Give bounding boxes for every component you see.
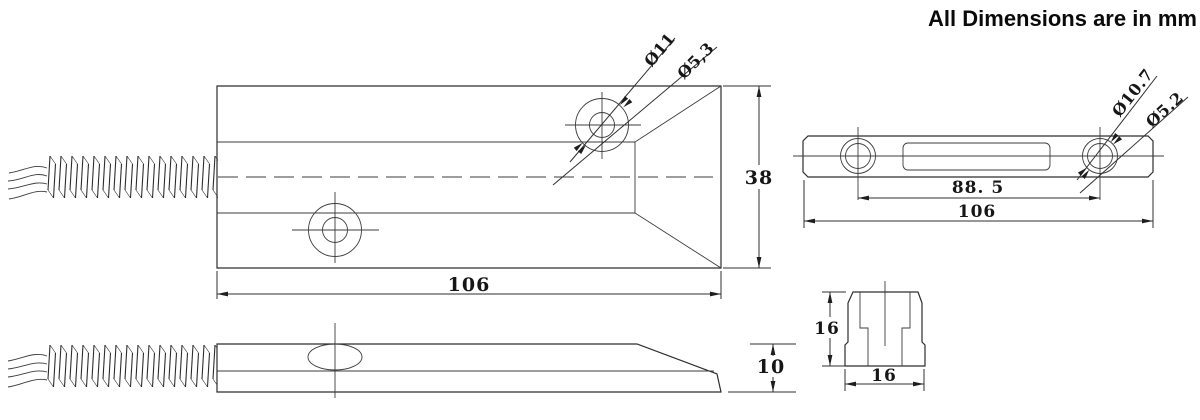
- dim-hole-spacing-88-5: 88. 5: [858, 178, 1100, 201]
- dim-label-38: 38: [745, 167, 773, 189]
- mounting-hole-switch-right: [565, 92, 641, 159]
- dim-length-106: 106: [216, 271, 722, 299]
- dim-label-magnet-hole-inner: Ø5.2: [1142, 88, 1187, 131]
- magnet-top-view: Ø10.7 Ø5.2 88. 5 106: [793, 65, 1189, 228]
- dim-label-10: 10: [757, 356, 785, 378]
- dim-label-end-height-16: 16: [814, 319, 840, 339]
- mounting-hole-switch-left: [292, 192, 379, 263]
- magnet-slot: [902, 142, 1051, 171]
- dim-thickness-10: 10: [728, 343, 796, 393]
- dim-label-106: 106: [448, 274, 491, 296]
- magnet-body-outline: [802, 135, 1154, 178]
- magnet-end-channel: [859, 292, 911, 366]
- magnet-hole-left: [840, 127, 876, 200]
- lead-wires-side: [7, 353, 48, 388]
- page-title: All Dimensions are in mm: [928, 6, 1197, 31]
- lead-wires-top: [7, 165, 48, 200]
- dim-magnet-length-106: 106: [803, 180, 1154, 228]
- dim-label-magnet-106: 106: [958, 202, 997, 222]
- magnet-end-view: 16 16: [814, 281, 926, 391]
- dim-label-end-width-16: 16: [871, 366, 897, 386]
- dim-label-hole-inner: Ø5,3: [673, 38, 717, 82]
- dim-label-hole-outer: Ø11: [640, 29, 679, 70]
- dim-label-88-5: 88. 5: [952, 178, 1004, 198]
- switch-top-view: Ø11 Ø5,3 38 106: [7, 29, 773, 299]
- switch-side-outline: [216, 343, 722, 393]
- dim-end-width-16: 16: [844, 366, 925, 391]
- switch-side-view: 10: [7, 323, 796, 398]
- magnet-hole-right: [1082, 127, 1118, 200]
- cable-armor-top: [47, 156, 218, 198]
- magnet-end-outline: [844, 291, 926, 367]
- cable-armor-side: [47, 345, 217, 387]
- switch-funnel-edges: [634, 85, 722, 269]
- dim-end-height-16: 16: [814, 291, 846, 367]
- dim-width-38: 38: [723, 85, 773, 269]
